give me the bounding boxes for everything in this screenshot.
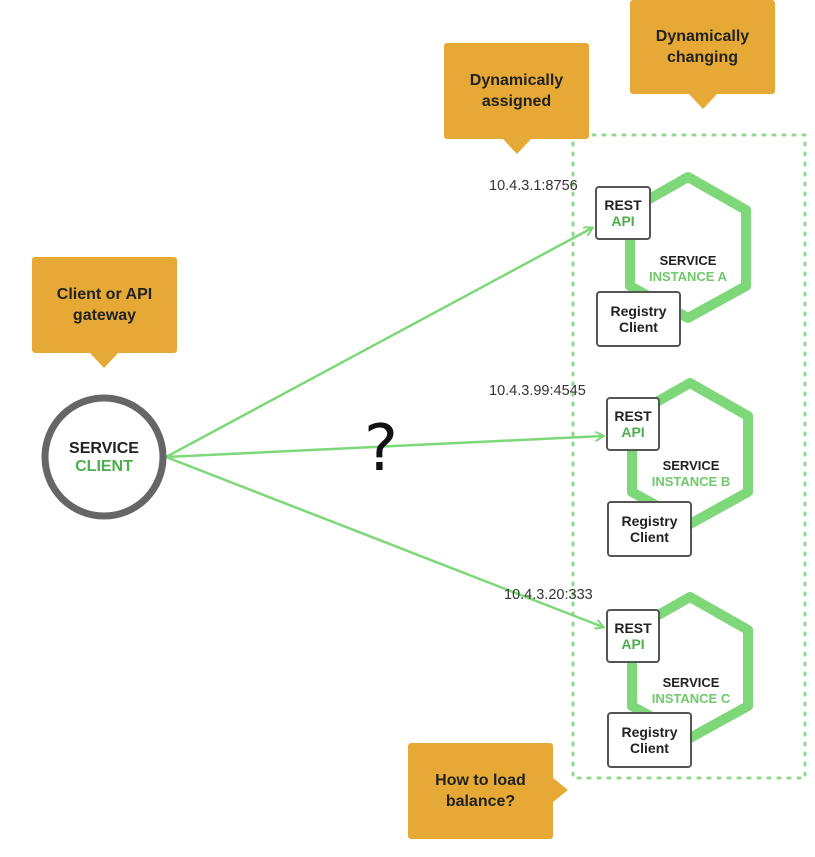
instance-c-service-text: SERVICE bbox=[662, 675, 720, 690]
instance-b-instance-text: INSTANCE B bbox=[651, 474, 731, 489]
service-client-line2: CLIENT bbox=[75, 458, 133, 475]
instance-b-registry-client-text: Registry Client bbox=[621, 513, 678, 545]
callout-how-to-load-balance: How to load balance? bbox=[408, 743, 553, 839]
instance-c-api-label: API bbox=[621, 636, 645, 652]
instance-c-address: 10.4.3.20:333 bbox=[504, 587, 593, 603]
instance-a-instance-text: INSTANCE A bbox=[649, 269, 727, 284]
instance-c-rest-api-box: REST API bbox=[606, 609, 660, 663]
instance-c-service-label: SERVICE INSTANCE C bbox=[641, 675, 741, 707]
instance-b-api-label: API bbox=[621, 424, 645, 440]
instance-a-rest-label: REST bbox=[604, 197, 642, 213]
instance-c-registry-client-box: Registry Client bbox=[607, 712, 692, 768]
instance-a-service-text: SERVICE bbox=[659, 253, 717, 268]
callout-dynamically-assigned-text: Dynamically assigned bbox=[469, 72, 564, 110]
instance-c-instance-text: INSTANCE C bbox=[651, 691, 731, 706]
callout-client-or-gateway: Client or API gateway bbox=[32, 257, 177, 353]
instance-c-rest-label: REST bbox=[614, 620, 652, 636]
instance-b-rest-api-box: REST API bbox=[606, 397, 660, 451]
question-mark: ? bbox=[364, 412, 398, 486]
instance-b-registry-client-box: Registry Client bbox=[607, 501, 692, 557]
instance-c-registry-client-text: Registry Client bbox=[621, 724, 678, 756]
callout-dynamically-changing: Dynamically changing bbox=[630, 0, 775, 94]
instance-b-service-text: SERVICE bbox=[662, 458, 720, 473]
callout-pointer-client bbox=[90, 353, 118, 368]
instance-b-rest-label: REST bbox=[614, 408, 652, 424]
service-client-label: SERVICE CLIENT bbox=[54, 440, 154, 476]
callout-dynamically-assigned: Dynamically assigned bbox=[444, 43, 589, 139]
callout-pointer-load-balance bbox=[553, 778, 568, 802]
service-client-line1: SERVICE bbox=[69, 440, 139, 457]
callout-dynamically-changing-text: Dynamically changing bbox=[655, 28, 750, 66]
arrow-to-instance-b bbox=[165, 436, 603, 459]
instance-a-address: 10.4.3.1:8756 bbox=[489, 178, 578, 194]
callout-pointer-changing bbox=[689, 94, 717, 109]
instance-a-service-label: SERVICE INSTANCE A bbox=[638, 253, 738, 285]
callout-how-to-load-balance-text: How to load balance? bbox=[435, 772, 526, 810]
arrow-to-instance-c bbox=[165, 455, 603, 627]
callout-client-or-gateway-text: Client or API gateway bbox=[56, 286, 153, 324]
arrow-to-instance-a bbox=[165, 228, 592, 459]
instance-a-registry-client-text: Registry Client bbox=[610, 303, 667, 335]
service-client-circle bbox=[41, 394, 167, 520]
instance-a-api-label: API bbox=[611, 213, 635, 229]
instance-a-rest-api-box: REST API bbox=[595, 186, 651, 240]
instances-dotted-boundary bbox=[571, 133, 807, 780]
instance-b-service-label: SERVICE INSTANCE B bbox=[641, 458, 741, 490]
callout-pointer-assigned bbox=[503, 139, 531, 154]
instance-a-registry-client-box: Registry Client bbox=[596, 291, 681, 347]
instance-b-address: 10.4.3.99:4545 bbox=[489, 383, 586, 399]
